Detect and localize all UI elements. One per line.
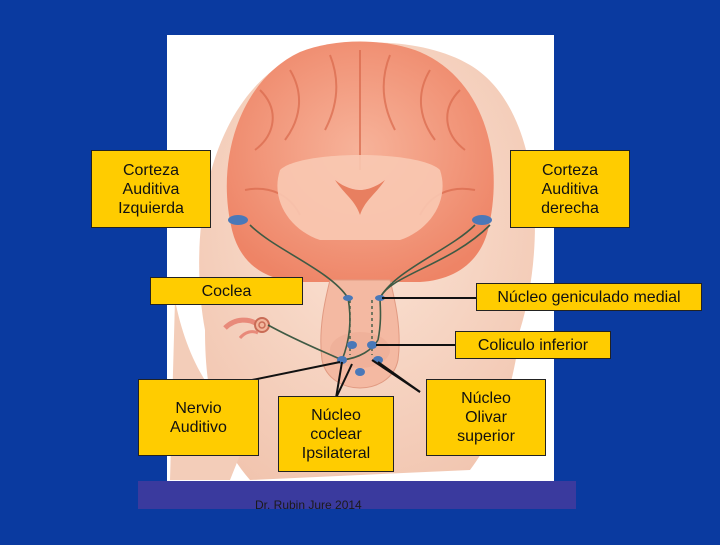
footer-bar xyxy=(138,481,576,509)
auditory-pathways xyxy=(249,224,491,361)
author-credit: Dr. Rubin Jure 2014 xyxy=(255,498,362,512)
right-auditory-cortex-label: Corteza Auditiva derecha xyxy=(510,150,630,228)
ipsilateral-cochlear-nucleus-label: Núcleo coclear Ipsilateral xyxy=(278,396,394,472)
gyri xyxy=(244,50,476,216)
cochlea-label: Coclea xyxy=(150,277,303,305)
left-auditory-cortex-label: Corteza Auditiva Izquierda xyxy=(91,150,211,228)
superior-olivary-nucleus-label: Núcleo Olivar superior xyxy=(426,379,546,456)
medial-geniculate-nucleus-label: Núcleo geniculado medial xyxy=(476,283,702,311)
inferior-colliculus-label: Coliculo inferior xyxy=(455,331,611,359)
cortex-markers xyxy=(228,215,492,225)
ventricles xyxy=(335,180,385,215)
leader-lines xyxy=(251,297,478,399)
auditory-nerve-label: Nervio Auditivo xyxy=(138,379,259,456)
